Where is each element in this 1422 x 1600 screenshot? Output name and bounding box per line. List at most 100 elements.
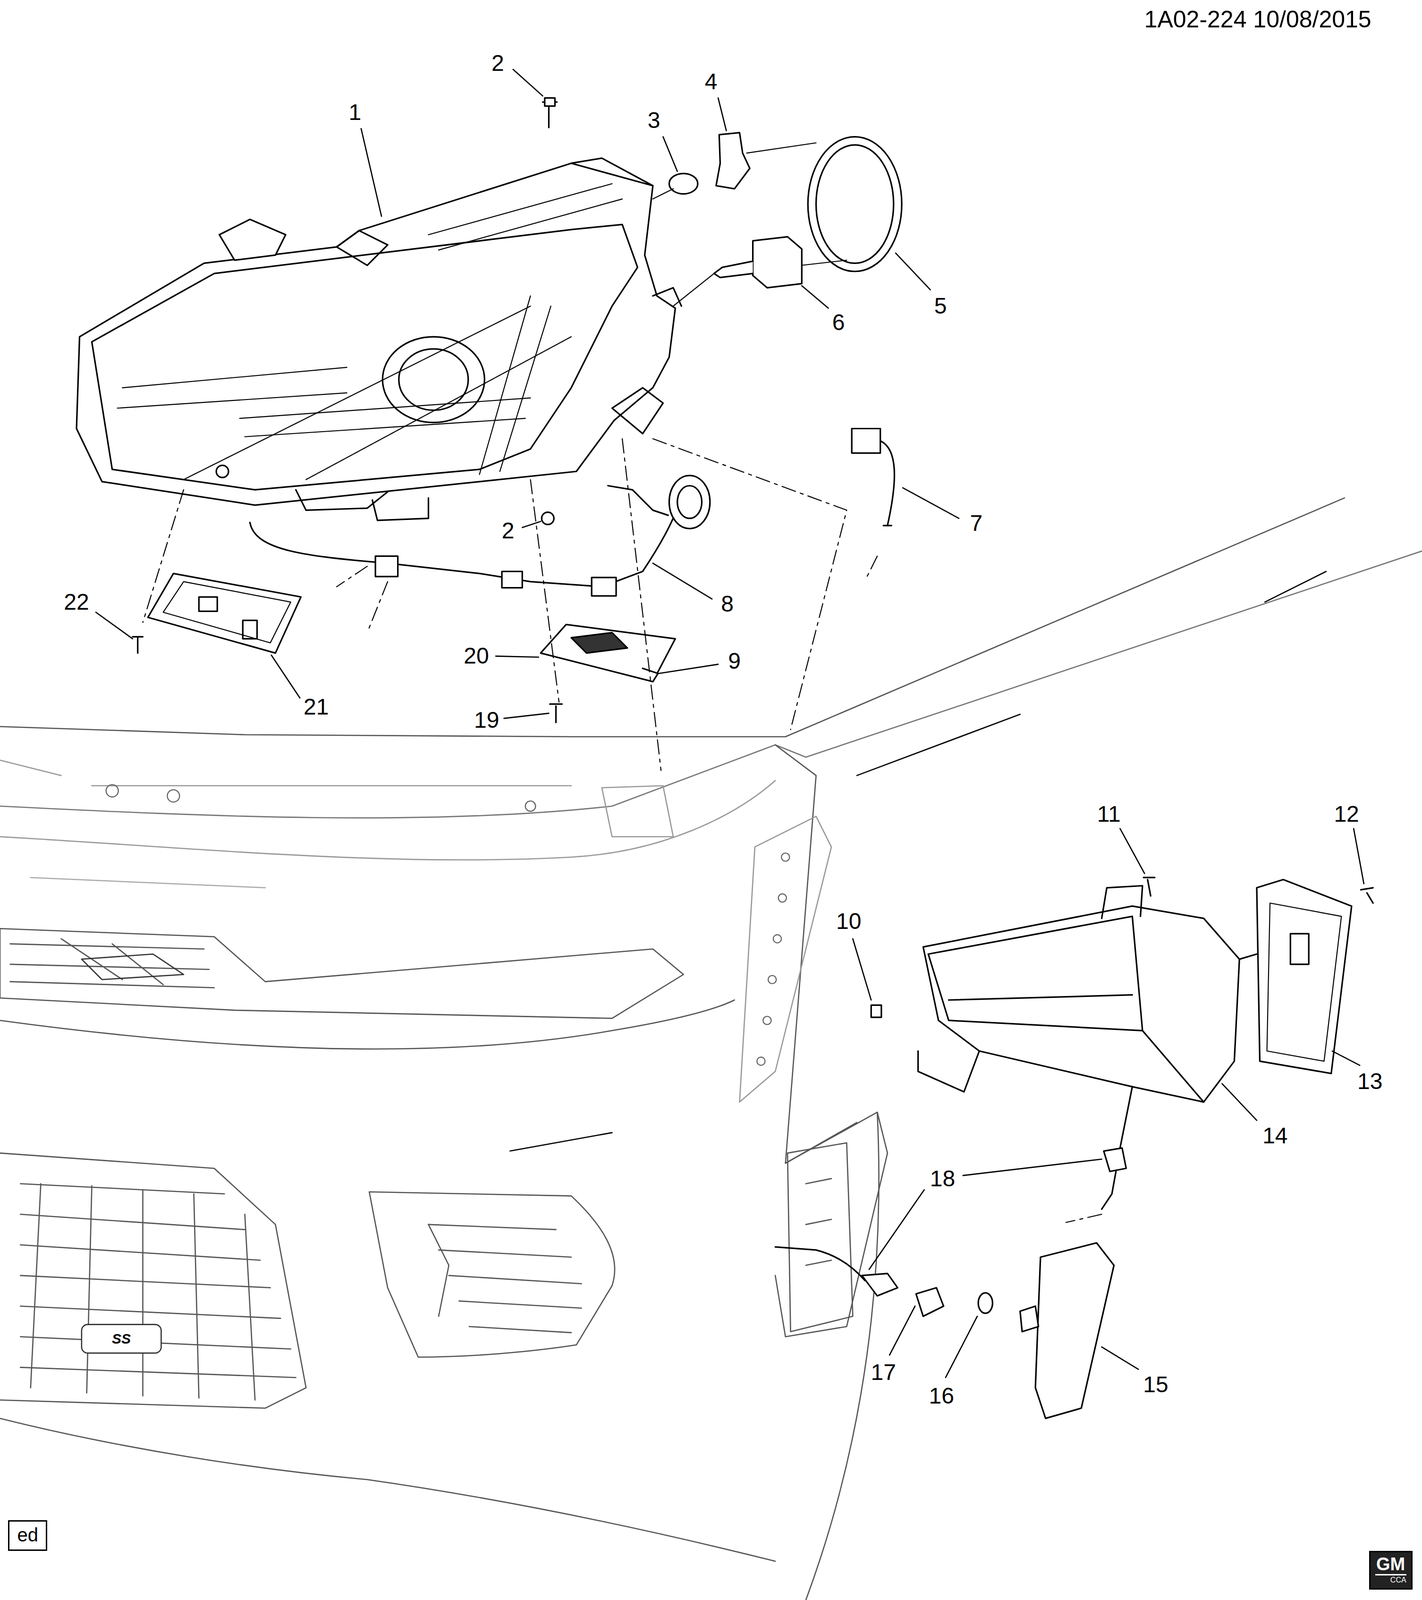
- wiring-harness: [501, 571, 523, 588]
- wiring-harness: [249, 505, 678, 587]
- control-modules: [136, 637, 139, 653]
- callout-number: 8: [720, 592, 734, 616]
- side-marker: [978, 1292, 993, 1313]
- support-slots: [768, 975, 777, 984]
- fog-lamp: [1239, 953, 1257, 959]
- upper-grille: [0, 928, 684, 1018]
- callout-number: 16: [929, 1384, 955, 1407]
- bulb-sockets: [816, 144, 894, 264]
- marker-opening: [805, 1178, 832, 1266]
- box-text: GM: [1375, 1554, 1407, 1575]
- revision-box: ed: [8, 1519, 48, 1551]
- front-fascia: [509, 571, 1327, 1151]
- callout-number: 19: [474, 708, 500, 732]
- callout-number: 15: [1142, 1372, 1169, 1396]
- bulb-sockets: [652, 143, 847, 307]
- box-text: ed: [16, 1523, 40, 1546]
- callout-number: 17: [870, 1360, 896, 1384]
- bulb-sockets: [753, 236, 803, 288]
- callout-number: 21: [303, 695, 329, 719]
- leader-lines: [95, 69, 1364, 1378]
- headlamp-assembly: [372, 497, 429, 521]
- front-fascia: [0, 780, 776, 860]
- front-fascia: [0, 1417, 776, 1561]
- headlamp-assembly: [219, 219, 286, 261]
- leader-lines: [889, 1305, 915, 1355]
- alignment-lines: [336, 566, 368, 587]
- alignment-lines: [530, 479, 559, 703]
- lower-grille: [0, 1152, 306, 1408]
- leader-lines: [361, 128, 382, 217]
- front-fascia: [601, 785, 674, 837]
- side-marker: [1020, 1305, 1039, 1332]
- support-slots: [106, 784, 790, 1066]
- lower-grille: [20, 1183, 296, 1378]
- grille-badge: SS: [110, 1331, 133, 1346]
- control-modules: [555, 705, 557, 723]
- bulb-sockets: [652, 132, 902, 306]
- fog-lamp: [1290, 933, 1309, 965]
- fog-lamp: [871, 1004, 882, 1017]
- leader-lines: [659, 664, 719, 674]
- headlamp-assembly: [611, 387, 663, 434]
- side-marker: [1035, 1242, 1114, 1419]
- leader-lines: [95, 611, 133, 639]
- wiring-harness: [608, 485, 669, 516]
- fog-lamp: [948, 994, 1133, 1000]
- leader-lines: [1101, 1346, 1139, 1370]
- support-slots: [756, 1057, 765, 1066]
- wiring-harness: [591, 577, 617, 596]
- leader-lines: [1353, 828, 1364, 884]
- headlamp-assembly: [91, 224, 638, 490]
- support-slots: [773, 934, 782, 943]
- fog-lamp: [1267, 902, 1342, 1061]
- support-slots: [525, 800, 536, 812]
- callout-number: 2: [491, 51, 505, 75]
- wiring-harness: [375, 556, 398, 577]
- leader-lines: [801, 285, 829, 309]
- headlamp-assembly: [571, 158, 653, 186]
- wiring-harness: [544, 97, 556, 106]
- fog-lamp: [1256, 879, 1352, 1074]
- fog-lamp: [1101, 885, 1143, 919]
- leader-lines: [895, 253, 931, 290]
- gm-logo: GMCCA: [1369, 1550, 1413, 1590]
- headlamp-assembly: [183, 296, 572, 480]
- fog-bezel: [428, 1224, 582, 1333]
- leader-lines: [902, 487, 959, 519]
- fog-lamp: [1360, 887, 1373, 903]
- wiring-harness: [249, 97, 895, 596]
- control-modules: [163, 581, 291, 644]
- leader-lines: [1332, 1050, 1360, 1066]
- front-fascia: [0, 497, 1422, 1600]
- front-fascia: [0, 760, 572, 786]
- wiring-harness: [677, 485, 703, 519]
- leader-lines: [662, 136, 678, 172]
- support-slots: [167, 789, 180, 802]
- callout-number: 12: [1333, 802, 1359, 826]
- fog-lamp: [1143, 877, 1155, 896]
- fog-bezel: [428, 1224, 449, 1316]
- front-fascia: [805, 1111, 880, 1600]
- headlamp-assembly: [336, 230, 388, 265]
- side-marker: [775, 1086, 1133, 1418]
- support-slots: [778, 893, 787, 902]
- fog-bezel: [369, 1191, 615, 1357]
- leader-lines: [852, 938, 872, 1000]
- front-fascia: [775, 744, 857, 1163]
- upper-grille: [10, 938, 215, 988]
- bulb-sockets: [713, 261, 753, 278]
- lower-grille: [30, 1183, 255, 1400]
- upper-grille: [0, 928, 684, 1018]
- control-modules: [242, 620, 257, 639]
- control-modules: [550, 702, 563, 705]
- leader-lines: [1222, 1083, 1257, 1121]
- side-marker: [1101, 1171, 1117, 1210]
- leader-lines: [495, 655, 539, 657]
- alignment-lines: [142, 438, 1102, 1222]
- lower-grille: [81, 1324, 162, 1354]
- front-fascia: [739, 816, 831, 1102]
